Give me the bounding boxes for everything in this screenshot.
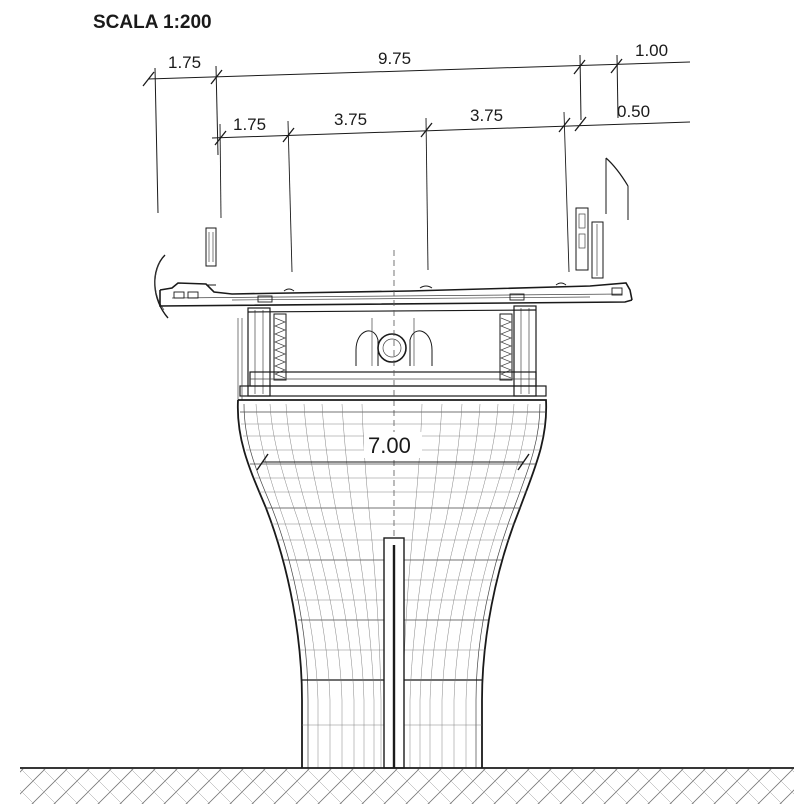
dim-top-main: 9.75	[378, 49, 411, 68]
bridge-deck	[159, 282, 633, 307]
dim-lane-2: 3.75	[470, 106, 503, 125]
dim-top-left: 1.75	[168, 53, 201, 72]
lane-dimension-chain: 1.75 3.75 3.75 0.50	[211, 102, 691, 273]
central-duct	[355, 318, 433, 366]
dim-pier-width: 7.00	[368, 433, 411, 458]
dim-top-right: 1.00	[635, 41, 668, 60]
left-side-barrier	[154, 227, 217, 319]
dim-lane-left: 1.75	[233, 115, 266, 134]
shaft-vertical-flutes	[255, 403, 529, 768]
pier-head	[237, 250, 547, 560]
ground	[20, 767, 794, 804]
pier-shaft: 7.00	[236, 399, 548, 769]
right-side-barrier	[575, 157, 629, 279]
dim-lane-1: 3.75	[334, 110, 367, 129]
dim-lane-right: 0.50	[617, 102, 650, 121]
right-damper	[499, 313, 513, 381]
left-damper	[273, 313, 287, 381]
scale-title: SCALA 1:200	[93, 12, 212, 33]
top-dimension-chain: 1.75 9.75 1.00	[142, 41, 691, 214]
